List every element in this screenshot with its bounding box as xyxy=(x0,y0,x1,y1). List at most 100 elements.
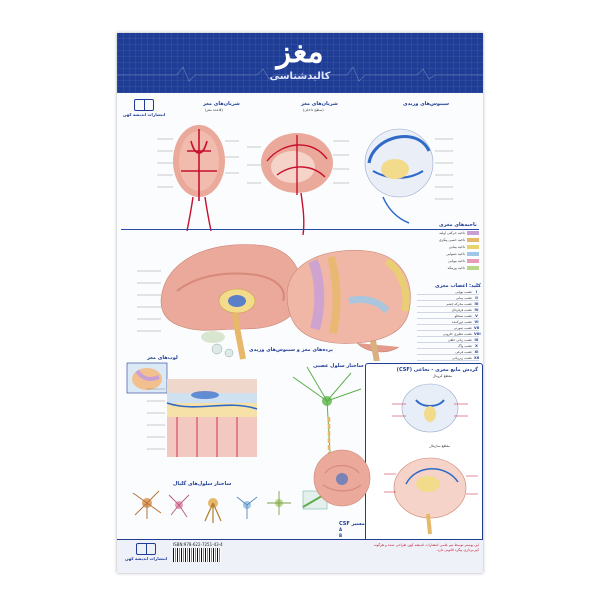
nerve-key-label: عصب زبانی حلقی xyxy=(447,337,472,342)
sagittal-heading: مقطع ساژیتال xyxy=(429,444,450,448)
section-title-venous-sinuses: سینوس‌های وریدی xyxy=(403,101,450,107)
legend-swatch xyxy=(467,258,479,263)
nerve-key-number: X xyxy=(475,343,478,348)
csf-circulation-panel: گردش مایع مغزی - نخاعی (CSF) مقطع کرونال… xyxy=(365,363,483,543)
brain-circle-image xyxy=(313,449,371,507)
coronal-heading: مقطع کرونال xyxy=(432,374,452,378)
section-title-arteries-base: شریان‌های مغز xyxy=(203,101,240,107)
csf-heading: گردش مایع مغزی - نخاعی (CSF) xyxy=(396,367,478,373)
nerve-key-label: عصب دهلیزی حلزونی xyxy=(442,331,472,336)
section-title-neuron: ساختار سلول عصبی xyxy=(313,363,364,369)
nerve-key-number: I xyxy=(475,289,478,294)
legend-item: ناحیه حسی پیکری xyxy=(417,236,479,243)
glial-cells-image xyxy=(132,490,328,523)
legend-item: ناحیه شنوایی xyxy=(417,250,479,257)
legend-swatch xyxy=(467,244,479,249)
nerve-key-number: III xyxy=(474,301,479,306)
meninges-layers-image xyxy=(147,379,258,457)
publisher-logo: انتشارات اندیشه کهن xyxy=(123,99,165,117)
footer-publisher-logo: انتشارات اندیشه کهن xyxy=(125,543,167,561)
section-title-arteries-lateral: شریان‌های مغز xyxy=(301,101,338,107)
venous-sinuses-image xyxy=(364,128,453,224)
sagittal-brain-image xyxy=(160,244,302,360)
nerve-key-number: XI xyxy=(474,349,479,354)
barcode-icon xyxy=(173,548,221,562)
coronal-section-image xyxy=(392,383,468,433)
nerve-key-label: عصب محرکه چشم xyxy=(446,301,472,306)
nerve-key-label: عصب صورتی xyxy=(453,325,472,330)
legend-swatch xyxy=(467,251,479,256)
nerve-key-label: عصب فرعی xyxy=(455,349,472,354)
section-title-lobes: لوب‌های مغز xyxy=(147,355,178,361)
legend-label: ناحیه حسی پیکری xyxy=(438,237,465,242)
nerve-key-label: عصب قرقره‌ای xyxy=(451,307,472,312)
copyright-note: این پوستر توسط تیم علمی انتشارات اندیشه … xyxy=(373,543,479,552)
nerve-key-number: VIII xyxy=(474,331,481,336)
nerve-key-label: عصب سه‌قلو xyxy=(454,313,472,318)
csf-key-heading: مسیر CSF xyxy=(339,521,365,527)
sagittal-section-image xyxy=(384,457,478,535)
top-illustrations xyxy=(157,125,453,236)
nerve-key-number: IX xyxy=(474,337,479,342)
legend-label: ناحیه بینایی xyxy=(448,244,465,249)
nerve-key-label: عصب بویایی xyxy=(455,289,472,294)
csf-key-item: A xyxy=(339,527,343,532)
section-title-meninges: پرده‌های مغز و سینوس‌های وریدی xyxy=(249,347,333,353)
legend-swatch xyxy=(467,265,479,270)
page-title: مغز xyxy=(276,35,324,70)
main-brain-illustration xyxy=(137,244,411,361)
section-title-glial: ساختار سلول‌های گلیال xyxy=(173,481,232,487)
banner-ekg-icon xyxy=(117,66,483,82)
lobes-inset-image xyxy=(126,362,168,394)
nerve-key-number: XII xyxy=(474,355,480,360)
legend-item: ناحیه حرکتی اولیه xyxy=(417,229,479,236)
section-divider xyxy=(121,229,479,230)
brain-medial-arteries-image xyxy=(247,133,349,236)
legend-label: ناحیه شنوایی xyxy=(446,251,465,256)
legend-label: ناحیه حرکتی اولیه xyxy=(439,230,465,235)
isbn-text: ISBN:978-622-7251-43-4 xyxy=(173,542,223,547)
brain-regions-legend: ناحیه حرکتی اولیه ناحیه حسی پیکری ناحیه بی… xyxy=(417,229,479,271)
legend-item: ناحیه بویایی xyxy=(417,257,479,264)
page-subtitle: کالبدشناسی xyxy=(269,71,331,82)
legend-item: ناحیه ورنیکه xyxy=(417,264,479,271)
functions-heading: کلید: اعصاب مغزی xyxy=(435,283,481,289)
legend-item: ناحیه بینایی xyxy=(417,243,479,250)
footer-book-icon xyxy=(136,543,157,555)
book-icon xyxy=(134,99,155,111)
poster: مغز کالبدشناسی انتشارات اندیشه کهن شریان… xyxy=(117,33,483,573)
title-banner: مغز کالبدشناسی xyxy=(117,33,483,93)
brain-base-arteries-image xyxy=(157,125,239,232)
csf-key-item: B xyxy=(339,533,343,538)
legend-label: ناحیه ورنیکه xyxy=(447,265,465,270)
legend-label: ناحیه بویایی xyxy=(448,258,465,263)
section-subtitle-arteries-lateral: (سطح داخلی) xyxy=(303,108,324,112)
nerve-key-label: عصب دورکننده xyxy=(451,319,472,324)
csf-diagram xyxy=(384,383,478,535)
nerve-key-label: عصب بینایی xyxy=(455,295,472,300)
nerve-key-number: VI xyxy=(474,319,479,324)
nerve-key-number: V xyxy=(475,313,478,318)
brain-regions-heading: ناحیه‌های مغزی xyxy=(439,222,477,228)
nerve-key-number: II xyxy=(475,295,478,300)
nerve-key-number: IV xyxy=(474,307,479,312)
nerve-key-number: VII xyxy=(474,325,480,330)
lateral-brain-lobes-image xyxy=(286,250,411,361)
legend-swatch xyxy=(467,230,479,235)
legend-swatch xyxy=(467,237,479,242)
section-subtitle-arteries-base: (قاعده مغز) xyxy=(205,108,223,112)
nerve-key-label: عصب زیرزبانی xyxy=(452,355,472,360)
